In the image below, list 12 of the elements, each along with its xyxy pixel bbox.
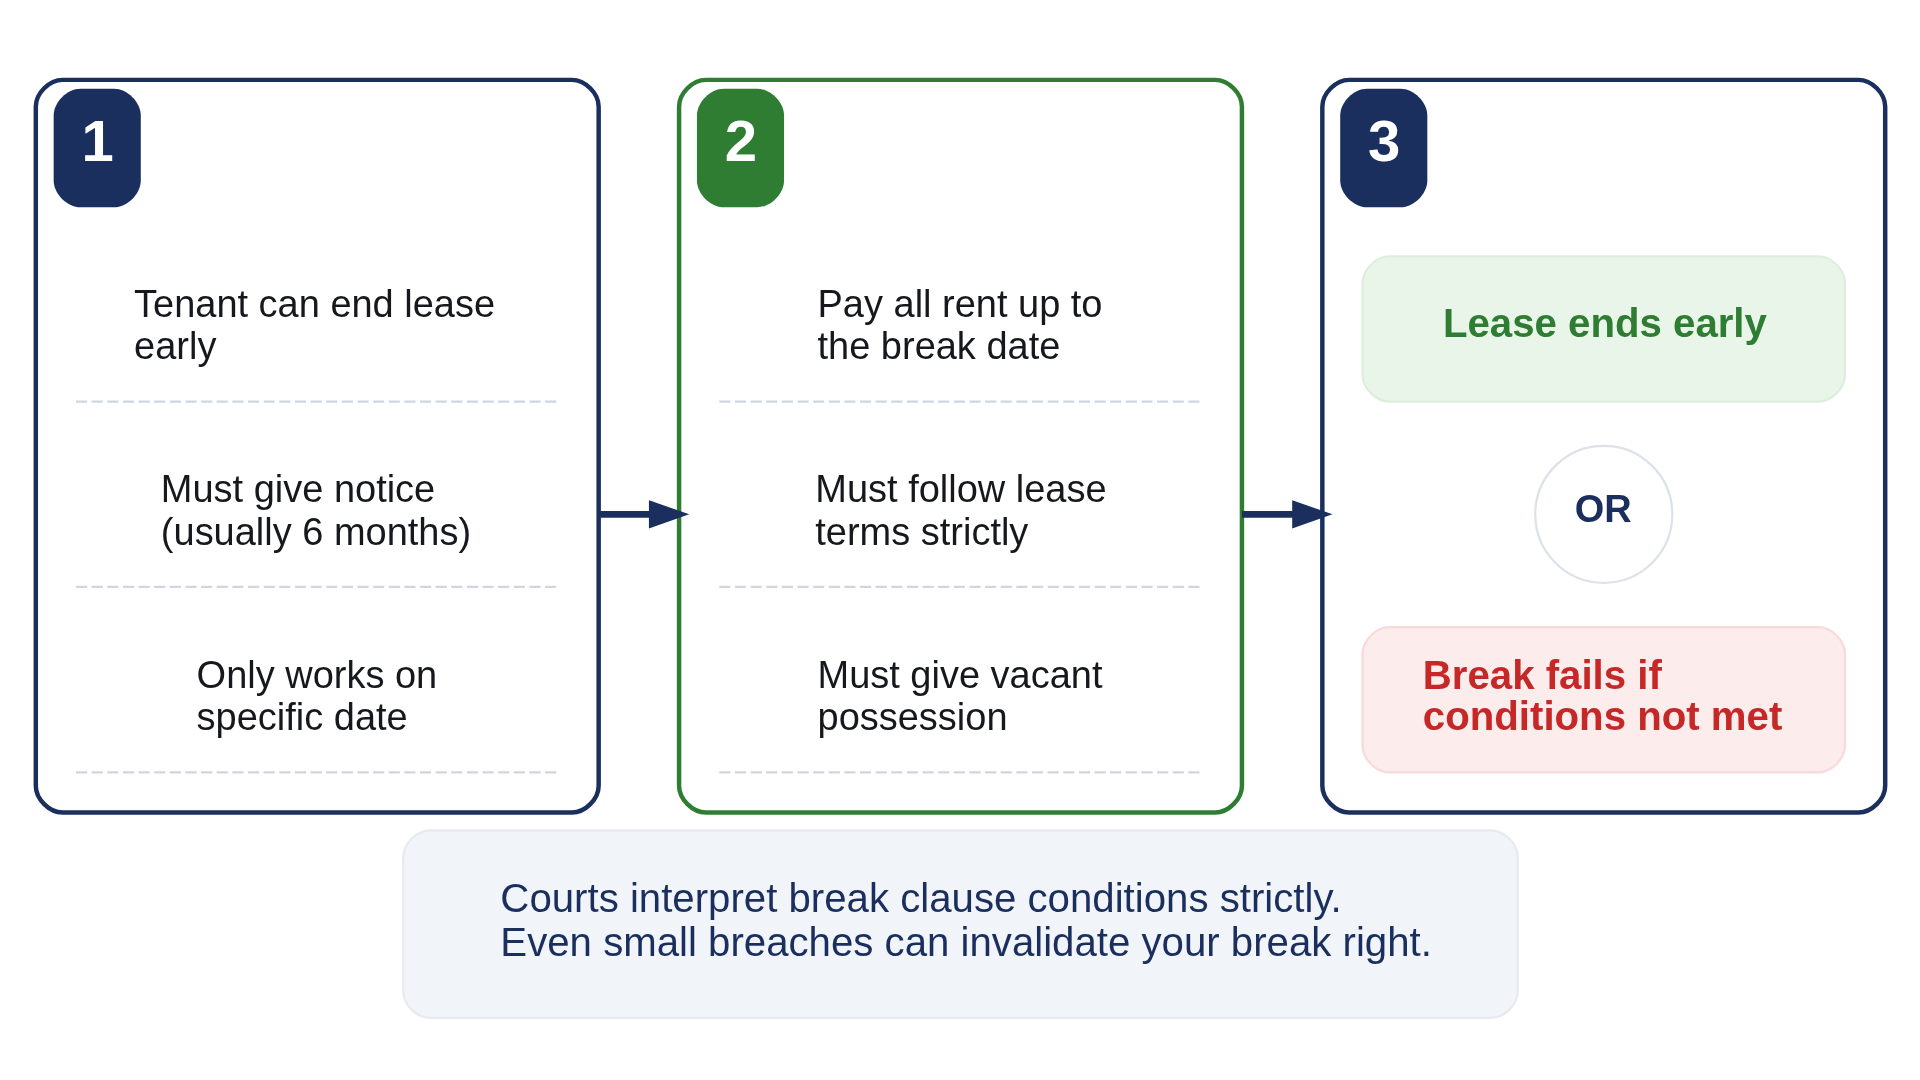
node-text: Must give notice (usually 6 months): [160, 468, 471, 553]
node-box: Courts interpret break clause conditions strictly. Even small breaches can invalidate your break right.: [401, 829, 1519, 1020]
node-text: Only works on specific date: [196, 653, 437, 739]
node-text: Must give vacant possession: [817, 653, 1102, 739]
node-box: Break fails if conditions not met: [1360, 626, 1846, 774]
node-text: Must follow lease terms strictly: [814, 468, 1107, 553]
node-circle: OR: [1533, 444, 1673, 584]
arrow: [598, 500, 689, 529]
node-text: Pay all rent up to the break date: [817, 282, 1102, 368]
node-box: Lease ends early: [1360, 255, 1846, 403]
arrow: [1241, 500, 1332, 529]
node-text: Tenant can end lease early: [133, 282, 495, 368]
